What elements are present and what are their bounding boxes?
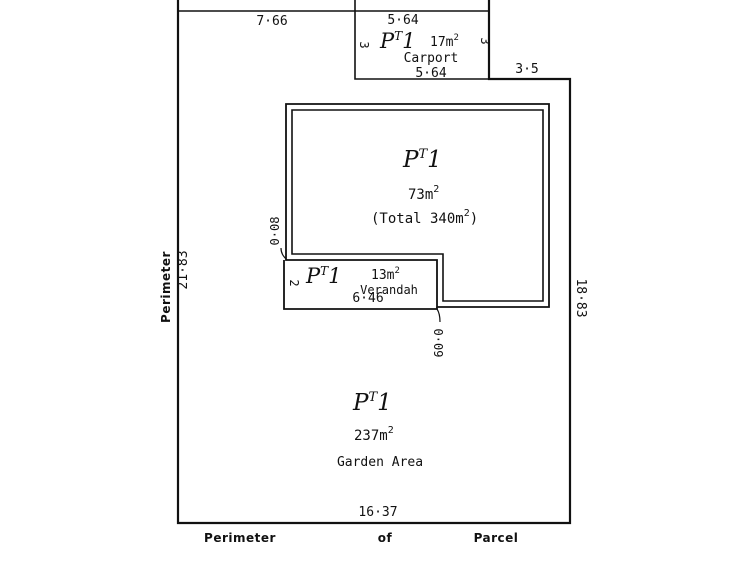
verandah-dim-left: 2	[287, 279, 301, 286]
carport-dim-left: 3	[357, 41, 371, 48]
house-area: 73m2	[408, 184, 439, 203]
verandah-name: Verandah	[360, 283, 418, 297]
garden-area: 237m2	[354, 425, 394, 444]
caption-of: of	[378, 531, 393, 545]
verandah-dim-bottom: 6·46	[352, 291, 383, 306]
offset-top-leader	[280, 247, 288, 261]
carport-lot-label: PT1	[379, 29, 416, 53]
verandah-outline	[283, 260, 438, 310]
dim-right-side: 18·83	[573, 278, 588, 317]
caption-perimeter: Perimeter	[204, 531, 276, 545]
dim-right-step: 3·5	[515, 62, 538, 77]
parcel-perimeter-line	[176, 0, 572, 525]
house-inner-line	[291, 109, 544, 302]
dim-bottom: 16·37	[358, 505, 397, 520]
house-lot-label: PT1	[402, 147, 442, 173]
verandah-offset-top: 0·08	[268, 217, 282, 246]
verandah-offset-bottom: 0·09	[431, 329, 445, 358]
carport-name: Carport	[404, 51, 459, 66]
garden-lot-label: PT1	[352, 390, 392, 416]
carport-outline	[354, 0, 489, 80]
carport-area: 17m2	[430, 33, 459, 50]
offset-bottom-leader	[436, 308, 441, 323]
house-total-area: (Total 340m2)	[371, 208, 478, 227]
carport-dim-bottom: 5·64	[415, 66, 446, 81]
garden-name: Garden Area	[337, 455, 423, 470]
carport-dim-right: 3	[478, 37, 492, 44]
verandah-lot-label: PT1	[305, 264, 342, 288]
caption-perimeter-left: Perimeter	[159, 251, 173, 323]
caption-parcel: Parcel	[474, 531, 519, 545]
dim-top-left: 7·66	[256, 14, 287, 29]
dim-left-side: 21·83	[176, 250, 191, 289]
carport-dim-top: 5·64	[387, 13, 418, 28]
verandah-area: 13m2	[371, 266, 400, 283]
